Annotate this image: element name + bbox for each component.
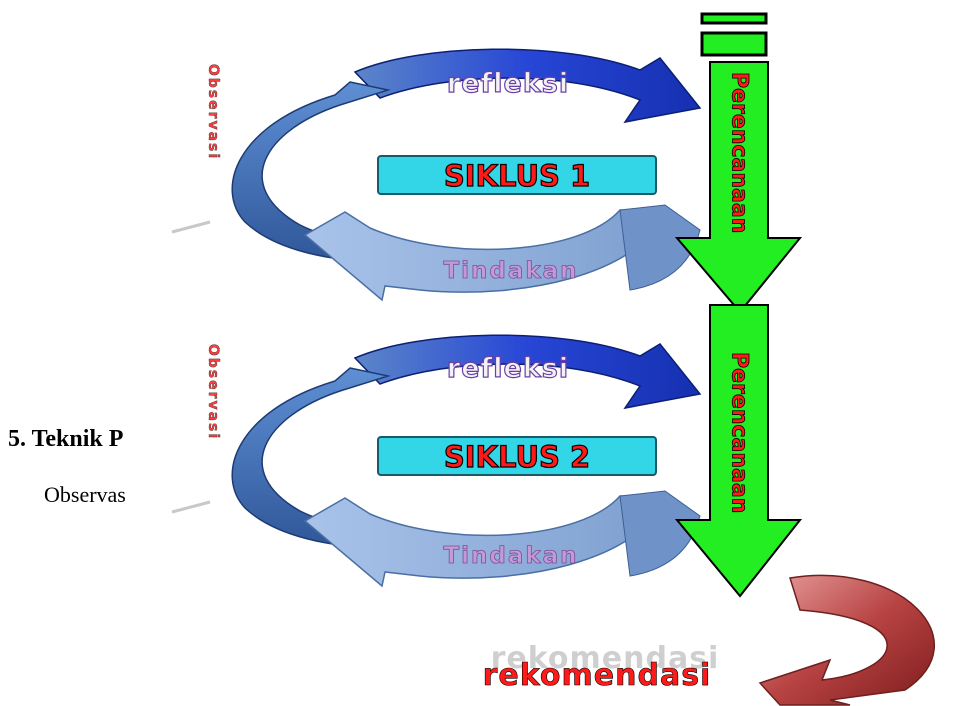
tindakan-arrow-2 — [303, 495, 667, 588]
document-heading: 5. Teknik P — [8, 426, 124, 452]
observasi-label-2: Observasi — [205, 344, 221, 440]
observasi-label-1: Observasi — [205, 64, 221, 160]
perencanaan-arrow-2 — [674, 304, 803, 598]
siklus-box-2 — [377, 436, 657, 476]
tindakan-arrow-2-tail — [619, 490, 701, 577]
document-text: Observas — [44, 482, 126, 507]
tindakan-arrow-1 — [303, 209, 667, 302]
refleksi-arrow-1 — [353, 48, 702, 124]
rekomendasi-group: rekomendasi rekomendasi — [482, 574, 936, 706]
siklus-box-1 — [377, 155, 657, 195]
rekomendasi-arrow — [758, 574, 936, 706]
siklus-label-2: SIKLUS 2 — [444, 440, 590, 474]
cycle-1: SIKLUS 1 refleksi Tindakan Observasi Per… — [171, 48, 803, 314]
tindakan-label-1: Tindakan — [443, 258, 578, 284]
top-bar-1 — [700, 12, 768, 25]
tindakan-label-2: Tindakan — [443, 543, 578, 569]
rekomendasi-shadow: rekomendasi — [491, 641, 720, 676]
perencanaan-label-2: Perencanaan — [727, 352, 752, 513]
refleksi-label-1: refleksi — [447, 68, 569, 99]
siklus-label-1: SIKLUS 1 — [444, 159, 590, 193]
refleksi-arrow-2 — [353, 334, 702, 410]
refleksi-label-2: refleksi — [447, 353, 569, 384]
top-bar-2 — [700, 31, 768, 57]
observasi-shadow-1 — [171, 220, 211, 234]
tindakan-arrow-1-tail — [619, 204, 701, 291]
perencanaan-label-1: Perencanaan — [727, 72, 752, 233]
perencanaan-arrow-1 — [674, 61, 803, 314]
observasi-shadow-2 — [171, 500, 211, 514]
rekomendasi-label: rekomendasi — [483, 658, 712, 693]
cycle-2: SIKLUS 2 refleksi Tindakan Observasi Per… — [171, 304, 803, 598]
